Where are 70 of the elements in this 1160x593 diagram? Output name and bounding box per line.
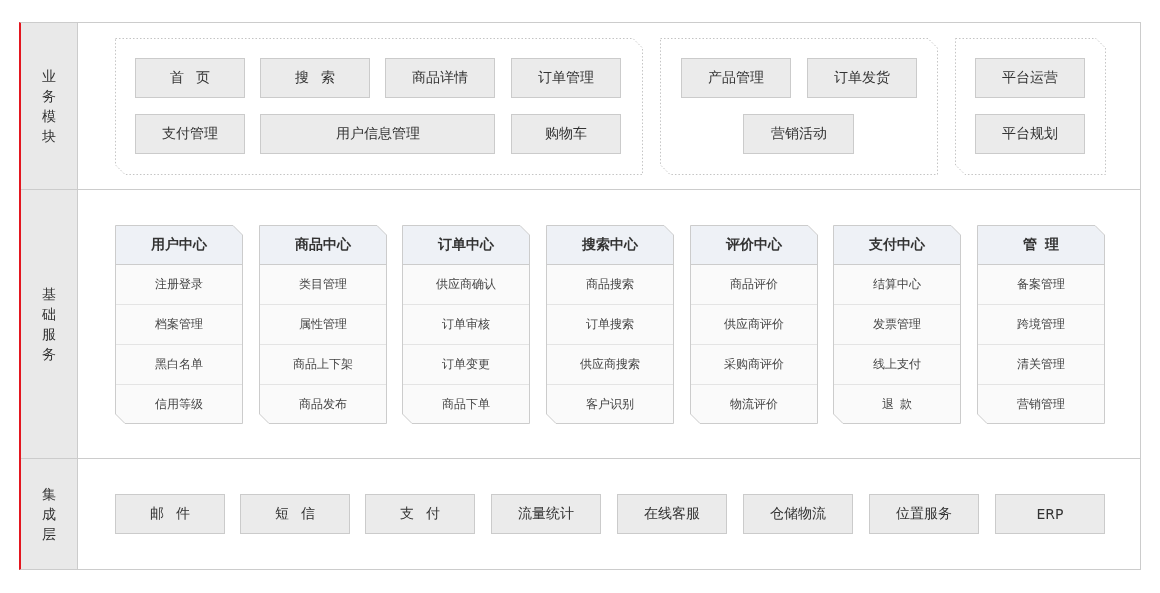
module-box: 平台运营 bbox=[975, 58, 1085, 98]
layer-label: 集成层 bbox=[21, 459, 78, 569]
service-label: 订单变更 bbox=[442, 355, 490, 373]
module-box: 用户信息管理 bbox=[260, 114, 495, 154]
service-label: 退 款 bbox=[882, 395, 912, 413]
service-label: 供应商搜索 bbox=[580, 355, 640, 373]
column-title: 订单中心 bbox=[438, 235, 494, 254]
service-label: 供应商确认 bbox=[436, 275, 496, 293]
layer-band bbox=[21, 23, 1140, 190]
dotted-group-box bbox=[115, 38, 643, 175]
service-column bbox=[690, 225, 818, 424]
service-column bbox=[115, 225, 243, 424]
service-label: 属性管理 bbox=[299, 315, 347, 333]
service-column bbox=[402, 225, 530, 424]
service-label: 订单搜索 bbox=[586, 315, 634, 333]
module-box: 搜 索 bbox=[260, 58, 370, 98]
service-label: 类目管理 bbox=[299, 275, 347, 293]
module-box: 商品详情 bbox=[385, 58, 495, 98]
service-label: 跨境管理 bbox=[1017, 315, 1065, 333]
service-label: 物流评价 bbox=[730, 395, 778, 413]
dotted-group-box bbox=[955, 38, 1106, 175]
service-label: 商品下单 bbox=[442, 395, 490, 413]
module-box: 位置服务 bbox=[869, 494, 979, 534]
module-box: 仓储物流 bbox=[743, 494, 853, 534]
service-label: 供应商评价 bbox=[724, 315, 784, 333]
service-label: 档案管理 bbox=[155, 315, 203, 333]
service-label: 订单审核 bbox=[442, 315, 490, 333]
service-column bbox=[259, 225, 387, 424]
dotted-group-box bbox=[660, 38, 938, 175]
service-label: 注册登录 bbox=[155, 275, 203, 293]
module-box: 流量统计 bbox=[491, 494, 601, 534]
service-label: 营销管理 bbox=[1017, 395, 1065, 413]
module-box: 在线客服 bbox=[617, 494, 727, 534]
service-label: 信用等级 bbox=[155, 395, 203, 413]
service-label: 采购商评价 bbox=[724, 355, 784, 373]
module-box: 支 付 bbox=[365, 494, 475, 534]
service-label: 备案管理 bbox=[1017, 275, 1065, 293]
layer-band bbox=[21, 190, 1140, 459]
module-box: 订单管理 bbox=[511, 58, 621, 98]
module-box: 产品管理 bbox=[681, 58, 791, 98]
module-box: ERP bbox=[995, 494, 1105, 534]
service-label: 线上支付 bbox=[873, 355, 921, 373]
column-title: 管 理 bbox=[1022, 235, 1060, 254]
module-box: 首 页 bbox=[135, 58, 245, 98]
service-label: 商品评价 bbox=[730, 275, 778, 293]
service-column bbox=[833, 225, 961, 424]
column-title: 评价中心 bbox=[726, 235, 782, 254]
service-label: 发票管理 bbox=[873, 315, 921, 333]
service-column bbox=[546, 225, 674, 424]
service-column bbox=[977, 225, 1105, 424]
service-label: 商品发布 bbox=[299, 395, 347, 413]
module-box: 营销活动 bbox=[743, 114, 854, 154]
module-box: 购物车 bbox=[511, 114, 621, 154]
column-title: 商品中心 bbox=[295, 235, 351, 254]
column-title: 搜索中心 bbox=[582, 235, 638, 254]
module-box: 短 信 bbox=[240, 494, 350, 534]
module-box: 平台规划 bbox=[975, 114, 1085, 154]
service-label: 商品上下架 bbox=[293, 355, 353, 373]
service-label: 商品搜索 bbox=[586, 275, 634, 293]
layer-label: 业务模块 bbox=[21, 23, 78, 189]
module-box: 邮 件 bbox=[115, 494, 225, 534]
service-label: 清关管理 bbox=[1017, 355, 1065, 373]
service-label: 客户识别 bbox=[586, 395, 634, 413]
column-title: 支付中心 bbox=[869, 235, 925, 254]
module-box: 订单发货 bbox=[807, 58, 917, 98]
layer-label: 基础服务 bbox=[21, 190, 78, 458]
service-label: 结算中心 bbox=[873, 275, 921, 293]
column-title: 用户中心 bbox=[151, 235, 207, 254]
module-box: 支付管理 bbox=[135, 114, 245, 154]
service-label: 黑白名单 bbox=[155, 355, 203, 373]
